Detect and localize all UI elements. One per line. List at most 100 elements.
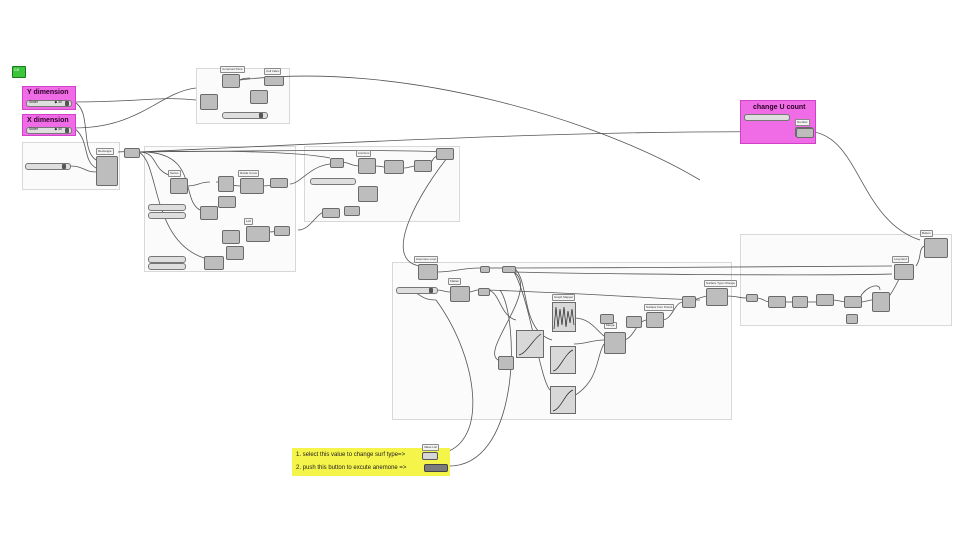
gh-component[interactable] — [792, 296, 808, 308]
gh-component[interactable] — [200, 206, 218, 220]
gh-component[interactable] — [816, 294, 834, 306]
gh-component[interactable] — [218, 176, 234, 192]
gh-component[interactable] — [274, 226, 290, 236]
input-slider-left[interactable] — [25, 163, 71, 170]
gh-component[interactable] — [682, 296, 696, 308]
graph-curve — [552, 389, 574, 412]
y-dimension-slider[interactable]: Slider ◆ 30 — [26, 100, 72, 107]
graph-mapper[interactable] — [516, 330, 544, 358]
input-slider-top[interactable] — [222, 112, 268, 119]
instruction-line-1: 1. select this value to change surf type… — [296, 452, 406, 458]
gh-component[interactable] — [204, 256, 224, 270]
wire — [573, 317, 605, 337]
gh-component[interactable] — [218, 196, 236, 208]
gh-component[interactable] — [436, 148, 454, 160]
slider-knob[interactable] — [65, 101, 69, 106]
gh-component[interactable] — [480, 266, 490, 273]
wire — [573, 343, 605, 397]
graph-mapper[interactable] — [552, 302, 576, 332]
x-dimension-title: X dimension — [27, 117, 69, 124]
wire — [402, 151, 453, 267]
wire — [137, 151, 205, 259]
wire — [297, 211, 325, 231]
wire — [511, 265, 893, 269]
group-right-output[interactable] — [740, 234, 952, 326]
graph-mapper[interactable] — [550, 346, 576, 374]
gh-component[interactable] — [706, 288, 728, 306]
gh-component[interactable] — [768, 296, 786, 308]
gh-component[interactable] — [322, 208, 340, 218]
gh-component[interactable] — [894, 264, 914, 280]
gh-component[interactable] — [344, 206, 360, 216]
slider-knob[interactable] — [429, 288, 433, 293]
node-tag: Cull Index — [264, 68, 282, 75]
gh-component[interactable] — [746, 294, 758, 302]
wire — [725, 295, 747, 299]
node-tag: Surface Type Change — [704, 280, 737, 287]
graph-curve — [552, 349, 574, 372]
input-slider-a[interactable] — [148, 204, 186, 211]
node-tag: Loop End — [892, 256, 909, 263]
wire — [185, 181, 211, 187]
wire — [435, 299, 474, 455]
gh-component[interactable] — [796, 128, 814, 138]
gh-component[interactable] — [270, 178, 288, 188]
instruction-line-2: 2. push this button to excute anemone => — [296, 465, 407, 471]
gh-component[interactable] — [124, 148, 140, 158]
input-slider-d[interactable] — [148, 263, 186, 270]
gh-component[interactable] — [240, 178, 264, 194]
input-slider-c[interactable] — [148, 256, 186, 263]
gh-component[interactable] — [358, 158, 376, 174]
gh-component[interactable] — [250, 90, 268, 104]
gh-component[interactable] — [646, 312, 664, 328]
gh-component[interactable] — [170, 178, 188, 194]
node-tag: Surface from Points — [644, 304, 675, 311]
gh-component[interactable] — [96, 156, 118, 186]
gh-component[interactable] — [626, 316, 642, 328]
node-tag: Graph Mapper — [552, 294, 576, 301]
u-count-title: change U count — [753, 104, 806, 111]
gh-component[interactable] — [498, 356, 514, 370]
gh-component[interactable] — [358, 186, 378, 202]
gh-component[interactable] — [502, 266, 516, 273]
slider-knob[interactable] — [65, 128, 69, 133]
slider-knob[interactable] — [259, 113, 263, 118]
x-dimension-group[interactable]: X dimension Slider ◆ 40 — [22, 114, 76, 136]
gh-component[interactable] — [246, 226, 270, 242]
execute-anemone-button[interactable] — [424, 464, 448, 472]
gh-component[interactable] — [226, 246, 244, 260]
gh-component[interactable] — [924, 238, 948, 258]
gh-component[interactable] — [604, 332, 626, 354]
gh-component[interactable] — [450, 286, 470, 302]
gh-component[interactable] — [222, 74, 240, 88]
input-slider-b[interactable] — [148, 212, 186, 219]
gh-component[interactable] — [384, 160, 404, 174]
node-tag: Value List — [422, 444, 439, 451]
input-slider-main[interactable] — [396, 287, 438, 294]
gh-component[interactable] — [200, 94, 218, 110]
gh-component[interactable] — [418, 264, 438, 280]
wire — [813, 131, 921, 241]
gh-component[interactable] — [844, 296, 862, 308]
gh-component[interactable] — [600, 314, 614, 324]
y-dimension-group[interactable]: Y dimension Slider ◆ 30 — [22, 86, 76, 110]
gh-component[interactable] — [846, 314, 858, 324]
x-dimension-slider[interactable]: Slider ◆ 40 — [26, 127, 72, 134]
gh-component[interactable] — [222, 230, 240, 244]
input-slider-e[interactable] — [310, 178, 356, 185]
gh-component[interactable] — [264, 76, 284, 86]
gh-component[interactable] — [478, 288, 490, 296]
input-slider-out[interactable] — [744, 114, 790, 121]
gh-component[interactable] — [414, 160, 432, 172]
slider-knob[interactable] — [62, 164, 66, 169]
node-tag: Construct Point — [220, 66, 245, 73]
y-dimension-title: Y dimension — [27, 89, 69, 96]
wire — [73, 127, 97, 169]
node-tag: Flatten — [448, 278, 462, 285]
graph-mapper[interactable] — [550, 386, 576, 414]
gh-component[interactable] — [872, 292, 890, 312]
surf-type-value-list[interactable] — [422, 452, 438, 460]
wire — [137, 151, 201, 211]
gh-component[interactable] — [330, 158, 344, 168]
